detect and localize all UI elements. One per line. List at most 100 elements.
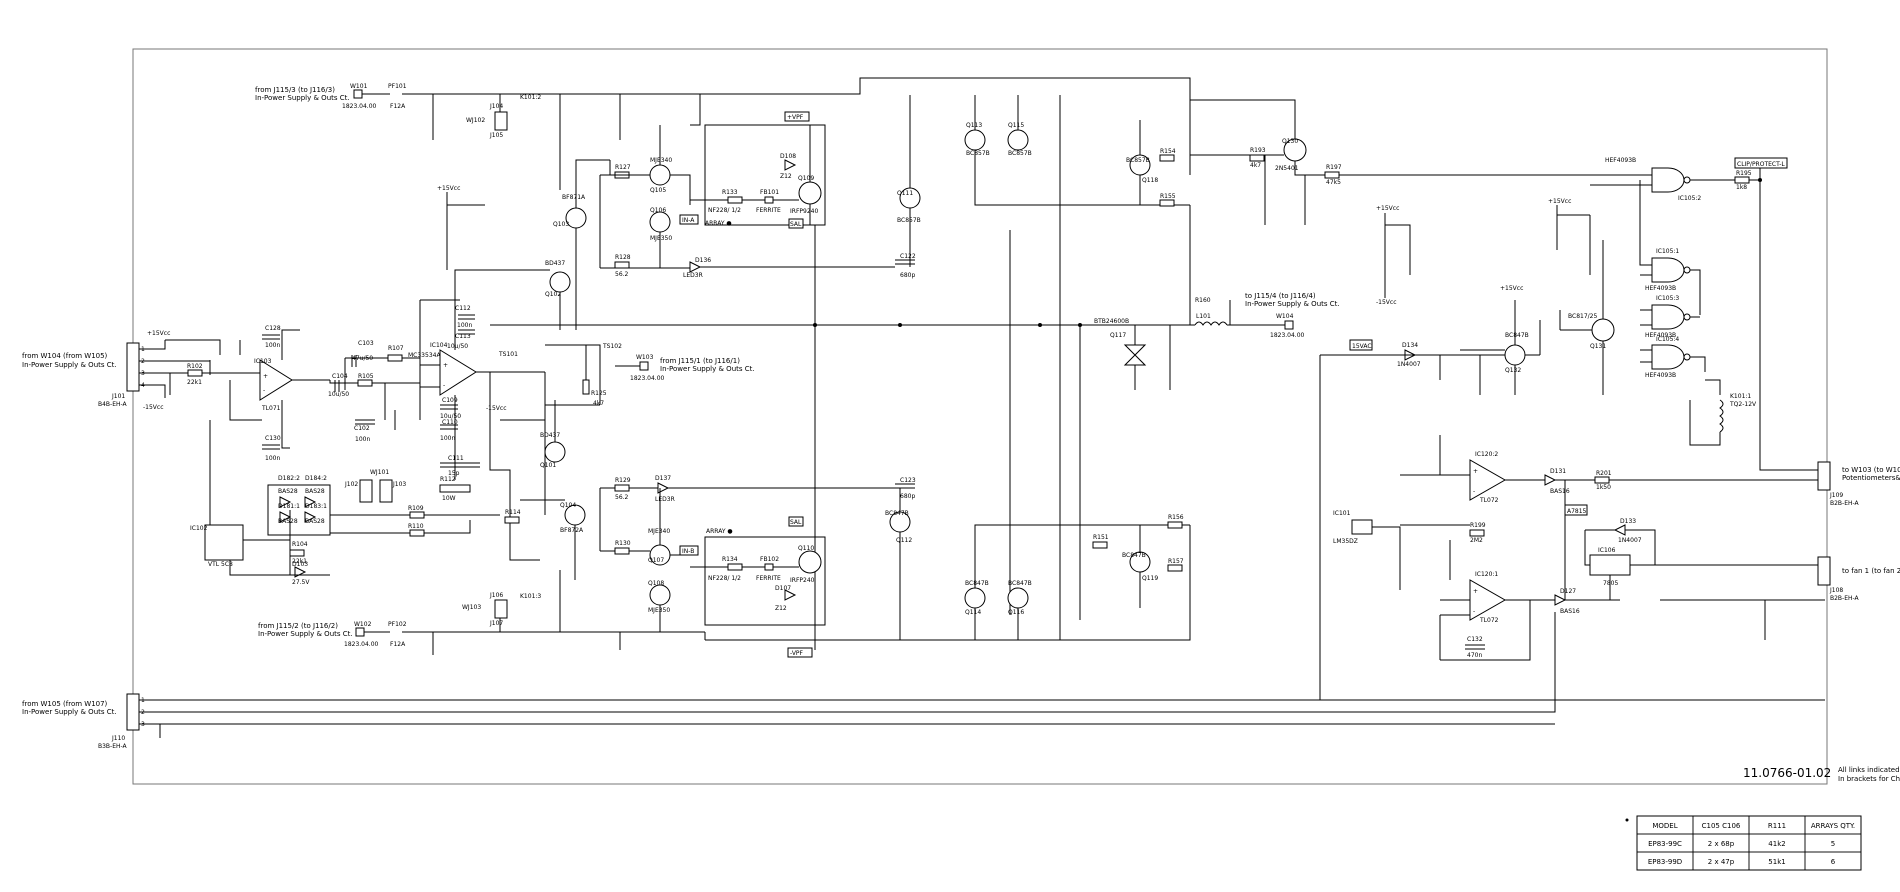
w103-from-label-2: In-Power Supply & Outs Ct. [660, 365, 755, 373]
table-header-cell: ARRAYS QTY. [1811, 822, 1855, 830]
svg-text:IC106: IC106 [1598, 547, 1616, 554]
svg-text:Q101: Q101 [540, 462, 556, 469]
net-label-15vac: 15VAC [1349, 339, 1373, 351]
svg-text:R156: R156 [1168, 514, 1184, 521]
svg-text:IC105:4: IC105:4 [1656, 336, 1679, 343]
svg-text:R133: R133 [722, 189, 738, 196]
svg-text:IC102: IC102 [190, 525, 208, 532]
svg-text:J105: J105 [489, 132, 503, 139]
svg-text:100n: 100n [355, 436, 370, 443]
svg-text:Q115: Q115 [1008, 122, 1024, 129]
svg-text:2M2: 2M2 [1470, 537, 1483, 544]
svg-text:D107: D107 [775, 585, 791, 592]
svg-text:L101: L101 [1196, 313, 1211, 320]
svg-text:IN-B: IN-B [682, 548, 694, 555]
svg-text:Q130: Q130 [1282, 138, 1298, 145]
diode-array-d182-d184: D182:2 D184:2 BAS28 BAS28 D181:1 D183:1 … [267, 475, 331, 536]
svg-text:Q105: Q105 [650, 187, 666, 194]
svg-text:VTL 5C8: VTL 5C8 [208, 561, 233, 568]
svg-text:R195: R195 [1736, 170, 1752, 177]
transistor-q131: BC817/25 Q131 [1568, 313, 1615, 350]
transistor-q106: Q106 MJE350 [649, 207, 672, 242]
transistor-q114: BC847B Q114 [964, 580, 989, 616]
resistor-r102: R102 22k1 [187, 363, 203, 386]
j101-source-label: from W104 (from W105) [22, 352, 108, 360]
svg-text:R112: R112 [440, 476, 456, 483]
capacitor-c123: C123 680p [895, 477, 916, 500]
svg-text:CLIP/PROTECT-L: CLIP/PROTECT-L [1737, 161, 1785, 168]
table-cell: EP83-99C [1648, 840, 1682, 848]
ic102-optocoupler: IC102 VTL 5C8 [190, 524, 244, 568]
svg-text:LM35DZ: LM35DZ [1333, 538, 1358, 545]
footer-note-2: In brackets for Chan [1838, 775, 1900, 783]
svg-text:J104: J104 [489, 103, 503, 110]
transistor-q112: BC847B Q112 [885, 510, 912, 544]
svg-text:Q117: Q117 [1110, 332, 1126, 339]
p15-label-ic104: +15Vcc [437, 185, 460, 192]
inductor-l101: R160 L101 [1194, 297, 1228, 326]
capacitor-c102: C102 100n [354, 419, 375, 443]
svg-text:BAS28: BAS28 [278, 518, 298, 525]
array-label-a: ARRAY ● [705, 220, 732, 227]
fuse-pf101-value: F12A [390, 103, 406, 110]
svg-text:1k8: 1k8 [1736, 184, 1747, 191]
svg-text:R134: R134 [722, 556, 738, 563]
svg-text:R129: R129 [615, 477, 631, 484]
svg-text:R104: R104 [292, 541, 308, 548]
table-cell: 41k2 [1768, 840, 1785, 848]
resistor-r130: R130 [614, 540, 631, 555]
w101-from-label-2: In-Power Supply & Outs Ct. [255, 94, 350, 102]
gate-ic105-2: HEF4093B IC105:2 [1605, 157, 1701, 202]
svg-text:BC817/25: BC817/25 [1568, 313, 1597, 320]
svg-text:IC103: IC103 [254, 358, 272, 365]
mosfet-q109-block: Q109 IRFP9240 R133 NF228/ 1/2 FB101 FERR… [690, 124, 826, 226]
j109-to-label: to W103 (to W10 [1842, 466, 1900, 474]
ts101-label: TS101 [498, 351, 518, 358]
svg-text:MC33534A: MC33534A [408, 352, 441, 359]
svg-text:FERRITE: FERRITE [756, 207, 781, 214]
svg-text:HEF4093B: HEF4093B [1605, 157, 1636, 164]
w102-ref: W102 [354, 621, 372, 628]
svg-text:IRFP9240: IRFP9240 [790, 208, 818, 215]
svg-text:C109: C109 [442, 397, 458, 404]
resistor-r127: R127 [614, 164, 631, 179]
svg-text:680p: 680p [900, 493, 915, 500]
svg-text:Q103: Q103 [553, 221, 569, 228]
diode-d127: D127 BAS16 [1554, 588, 1580, 615]
svg-text:BD437: BD437 [540, 432, 560, 439]
p15-label-q132: +15Vcc [1500, 285, 1523, 292]
svg-text:J107: J107 [489, 620, 503, 627]
w104-ref: W104 [1276, 313, 1294, 320]
svg-text:FB101: FB101 [760, 189, 779, 196]
svg-text:BF872A: BF872A [560, 527, 584, 534]
relay-k101-3-label: K101:3 [520, 593, 541, 600]
opamp-ic104: +- IC104 MC33534A [408, 342, 477, 396]
svg-text:D182:2: D182:2 [278, 475, 300, 482]
svg-text:MJE340: MJE340 [648, 528, 670, 535]
net-label-sal-b: SAL [788, 516, 804, 527]
w104-number: 1823.04.00 [1270, 332, 1305, 339]
connector-j106-j107: J106 J107 WJ103 [462, 592, 508, 627]
resistor-r157: R157 [1167, 558, 1184, 572]
resistor-r151: R151 [1092, 534, 1109, 549]
svg-text:Q119: Q119 [1142, 575, 1158, 582]
svg-text:TQ2-12V: TQ2-12V [1729, 401, 1757, 408]
connector-j101: 12 34 from W104 (from W105) In-Power Sup… [22, 342, 145, 408]
svg-text:LED3R: LED3R [683, 272, 703, 279]
resistor-r128: R128 56.2 [614, 254, 631, 278]
svg-text:+: + [263, 373, 268, 380]
resistor-r107: R107 [387, 345, 404, 362]
gate-ic105-1: IC105:1 HEF4093B [1645, 248, 1691, 292]
svg-text:IC105:3: IC105:3 [1656, 295, 1679, 302]
w104-to-label-2: In-Power Supply & Outs Ct. [1245, 300, 1340, 308]
transistor-q116: BC847B Q116 [1007, 580, 1032, 616]
svg-text:BC857B: BC857B [1008, 150, 1032, 157]
transistor-q132: BC847B Q132 [1504, 332, 1529, 374]
svg-text:C122: C122 [900, 253, 916, 260]
led-d136: D136 LED3R [683, 257, 711, 279]
svg-text:D183:1: D183:1 [305, 503, 327, 510]
capacitor-c109: C109 10u/50 [440, 397, 461, 420]
svg-text:100n: 100n [265, 455, 280, 462]
j108-to-label: to fan 1 (to fan 2 [1842, 567, 1900, 575]
